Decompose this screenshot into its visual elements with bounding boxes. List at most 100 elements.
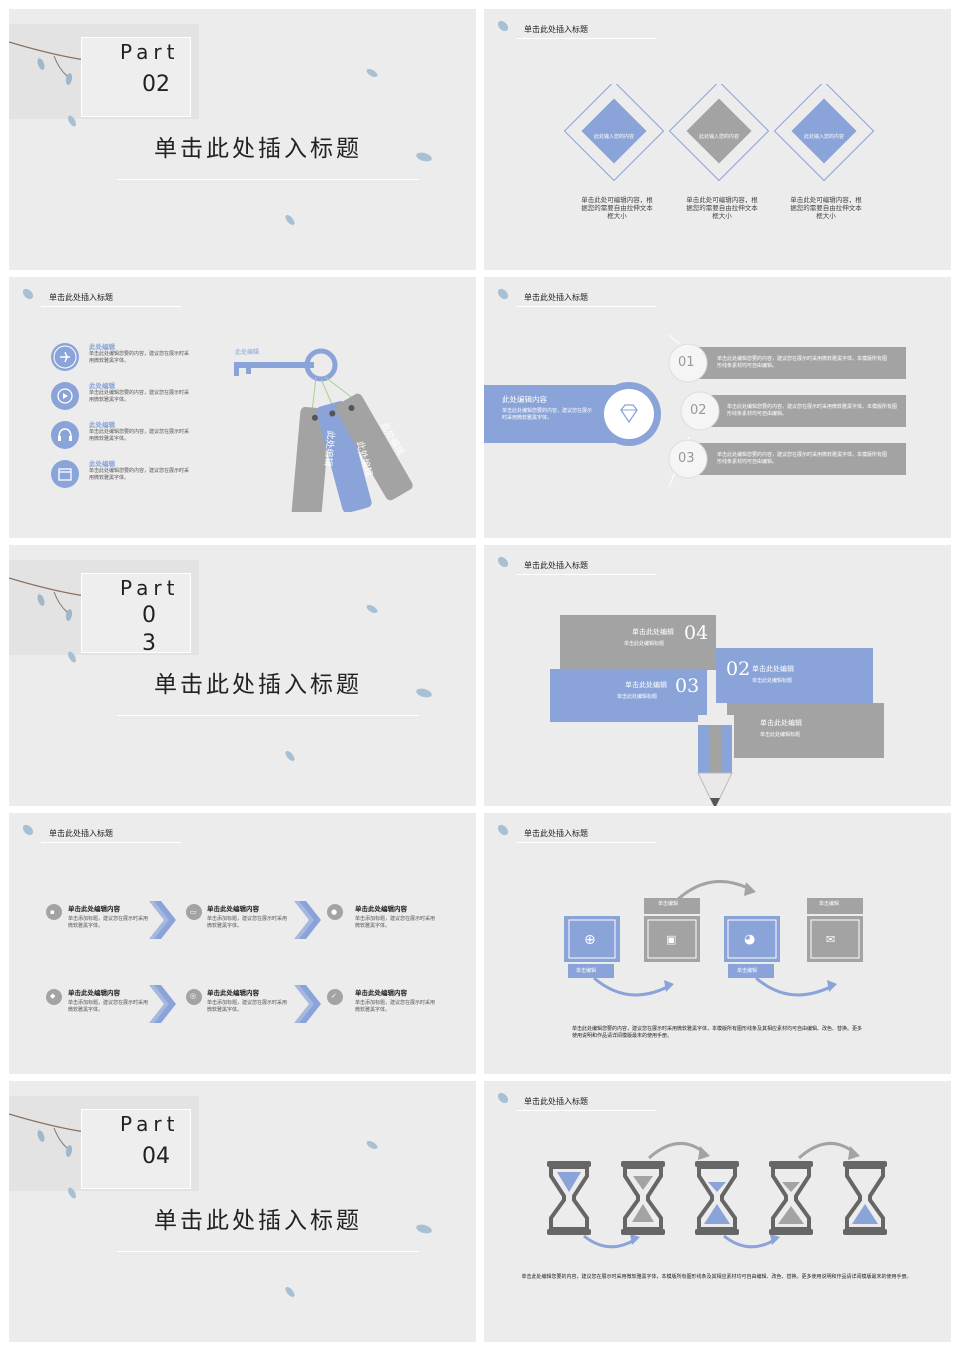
- part-number: 02: [142, 72, 170, 97]
- section-title[interactable]: 单击此处插入标题: [154, 672, 362, 698]
- headphones-icon: [51, 421, 79, 449]
- check-icon: ✓: [331, 992, 337, 1000]
- flow-label[interactable]: 单击编辑: [576, 968, 597, 974]
- process-title[interactable]: 单击此处编辑内容: [68, 989, 120, 997]
- slide-title[interactable]: 单击此处插入标题: [524, 561, 588, 570]
- diamond-text[interactable]: 此处输入您的内容: [803, 134, 844, 140]
- part-box: Part 04: [81, 1109, 191, 1189]
- flow-label[interactable]: 单击编辑: [658, 901, 679, 907]
- slide-title[interactable]: 单击此处插入标题: [49, 829, 113, 838]
- slide-hourglass: 单击此处插入标题: [484, 1081, 951, 1342]
- diamond-caption[interactable]: 单击此处可编辑内容，根据您的需要自由拉伸文本框大小: [790, 196, 862, 220]
- process-text[interactable]: 单击添加标题，建议您在展示时采用微软雅黑字体。: [355, 1000, 436, 1013]
- title-underline: [117, 715, 419, 716]
- process-text[interactable]: 单击添加标题，建议您在展示时采用微软雅黑字体。: [207, 1000, 288, 1013]
- band-title[interactable]: 此处编辑内容: [502, 395, 547, 404]
- list-item-title[interactable]: 此处编辑: [89, 460, 115, 468]
- section-title[interactable]: 单击此处插入标题: [154, 136, 362, 162]
- process-title[interactable]: 单击此处编辑内容: [207, 905, 259, 913]
- part-label: Part: [120, 1112, 180, 1136]
- process-text[interactable]: 单击添加标题，建议您在展示时采用微软雅黑字体。: [355, 916, 436, 929]
- process-title[interactable]: 单击此处编辑内容: [355, 905, 407, 913]
- section-slide-part-03: Part 0 3 单击此处插入标题: [9, 545, 476, 806]
- item-text[interactable]: 单击此处编辑您要的内容，建议您在展示时采用微软雅黑字体。本模版所有图形线条素材均…: [717, 452, 888, 465]
- flow-text[interactable]: 单击此处编辑您要的内容，建议您在展示时采用微软雅黑字体，本模版所有图形线条及其相…: [572, 1026, 863, 1039]
- title-underline: [41, 842, 181, 843]
- slide-title[interactable]: 单击此处插入标题: [524, 25, 588, 34]
- list-item-text[interactable]: 单击此处编辑您要的内容，建议您在展示时采用微软雅黑字体。: [89, 468, 190, 481]
- leaf-icon: [497, 1092, 509, 1104]
- diamond-caption[interactable]: 单击此处可编辑内容，根据您的需要自由拉伸文本框大小: [581, 196, 653, 220]
- list-item-text[interactable]: 单击此处编辑您要的内容，建议您在展示时采用微软雅黑字体。: [89, 390, 190, 403]
- process-text[interactable]: 单击添加标题，建议您在展示时采用微软雅黑字体。: [68, 1000, 149, 1013]
- flow-graphic: [564, 880, 863, 997]
- title-underline: [117, 179, 419, 180]
- pencil-sub[interactable]: 单击此处编辑标题: [624, 641, 665, 647]
- section-title[interactable]: 单击此处插入标题: [154, 1208, 362, 1234]
- calendar-icon: ▣: [666, 933, 677, 946]
- process-title[interactable]: 单击此处编辑内容: [207, 989, 259, 997]
- slide-title[interactable]: 单击此处插入标题: [524, 293, 588, 302]
- list-item-text[interactable]: 单击此处编辑您要的内容，建议您在展示时采用微软雅黑字体。: [89, 429, 190, 442]
- slide-pencil: 单击此处插入标题 04 单击此处编辑 单击此处编辑标题 03 单击此处编辑 单击…: [484, 545, 951, 806]
- band-text[interactable]: 单击此处编辑您要的内容，建议您在展示时采用微软雅黑字体。: [502, 408, 593, 421]
- list-item-title[interactable]: 此处编辑: [89, 382, 115, 390]
- list-item-title[interactable]: 此处编辑: [89, 343, 115, 351]
- crosshair-icon: ⊕: [584, 932, 596, 948]
- petal-icon: [366, 1141, 378, 1149]
- slide-title[interactable]: 单击此处插入标题: [524, 1097, 588, 1106]
- slide-diamonds: 单击此处插入标题 此处输入您的内容 此处输入您的内容 此处输入您的内容 单击此处…: [484, 9, 951, 270]
- pencil-title[interactable]: 单击此处编辑: [632, 628, 674, 636]
- petal-icon: [366, 69, 378, 77]
- part-number: 04: [142, 1144, 170, 1169]
- process-text[interactable]: 单击添加标题，建议您在展示时采用微软雅黑字体。: [207, 916, 288, 929]
- diamond-caption[interactable]: 单击此处可编辑内容，根据您的需要自由拉伸文本框大小: [686, 196, 758, 220]
- item-text[interactable]: 单击此处编辑您要的内容，建议您在展示时采用微软雅黑字体。本模版所有图形线条素材均…: [727, 404, 898, 417]
- slide-title[interactable]: 单击此处插入标题: [524, 829, 588, 838]
- flow-label[interactable]: 单击编辑: [819, 901, 840, 907]
- pencil-title[interactable]: 单击此处编辑: [752, 665, 794, 673]
- process-title[interactable]: 单击此处编辑内容: [355, 989, 407, 997]
- key-graphic: [234, 348, 413, 512]
- hourglass-text[interactable]: 单击此处编辑您要的内容，建议您在展示时采用微软雅黑字体，本模版所有图形线条及其相…: [521, 1274, 912, 1280]
- palette-icon: ◕: [744, 932, 756, 947]
- hourglass-graphic: [547, 1141, 887, 1249]
- part-box: Part 02: [81, 37, 191, 117]
- pencil-num: 03: [675, 675, 700, 697]
- item-text[interactable]: 单击此处编辑您要的内容，建议您在展示时采用微软雅黑字体。本模版所有图形线条素材均…: [717, 356, 888, 369]
- leaf-icon: [497, 556, 509, 568]
- process-text[interactable]: 单击添加标题，建议您在展示时采用微软雅黑字体。: [68, 916, 149, 929]
- key-label[interactable]: 此处编辑: [235, 349, 260, 356]
- diamond-text[interactable]: 此处输入您的内容: [593, 134, 634, 140]
- user-icon: ●: [331, 908, 338, 916]
- process-arrows: [46, 901, 343, 1023]
- target-icon: ◎: [190, 992, 197, 1000]
- pencil-title[interactable]: 单击此处编辑: [760, 719, 802, 727]
- petal-icon: [68, 651, 76, 663]
- list-item-text[interactable]: 单击此处编辑您要的内容，建议您在展示时采用微软雅黑字体。: [89, 351, 190, 364]
- petal-icon: [366, 605, 378, 613]
- pencil-sub[interactable]: 单击此处编辑标题: [752, 678, 793, 684]
- petal-icon: [416, 688, 432, 698]
- part-box: Part 0 3: [81, 573, 191, 656]
- flow-label[interactable]: 单击编辑: [737, 968, 758, 974]
- title-underline: [41, 306, 181, 307]
- slide-process: 单击此处插入标题 ▪ ▭ ● ◆ ◎ ✓ 单击此处编辑内容 单击添加标题，建议您…: [9, 813, 476, 1074]
- section-slide-part-04: Part 04 单击此处插入标题: [9, 1081, 476, 1342]
- list-item: 此处编辑 单击此处编辑您要的内容，建议您在展示时采用微软雅黑字体。: [51, 421, 189, 453]
- petal-icon: [416, 1224, 432, 1234]
- pencil-sub[interactable]: 单击此处编辑标题: [760, 732, 801, 738]
- diamond-text[interactable]: 此处输入您的内容: [698, 134, 739, 140]
- petal-icon: [285, 215, 295, 225]
- list-item-title[interactable]: 此处编辑: [89, 421, 115, 429]
- list-item: 此处编辑 单击此处编辑您要的内容，建议您在展示时采用微软雅黑字体。: [51, 382, 189, 414]
- slide-title[interactable]: 单击此处插入标题: [49, 293, 113, 302]
- process-title[interactable]: 单击此处编辑内容: [68, 905, 120, 913]
- leaf-icon: [497, 824, 509, 836]
- slide-keys: 单击此处插入标题 此处编辑 单击此处编辑您要的内容，建议您在展示时采用微软雅黑字…: [9, 277, 476, 538]
- pencil-graphic: [550, 615, 884, 806]
- pencil-title[interactable]: 单击此处编辑: [625, 681, 667, 689]
- key-list: 此处编辑 单击此处编辑您要的内容，建议您在展示时采用微软雅黑字体。 此处编辑 单…: [51, 343, 191, 513]
- pencil-sub[interactable]: 单击此处编辑标题: [617, 694, 658, 700]
- item-number: 02: [690, 403, 707, 418]
